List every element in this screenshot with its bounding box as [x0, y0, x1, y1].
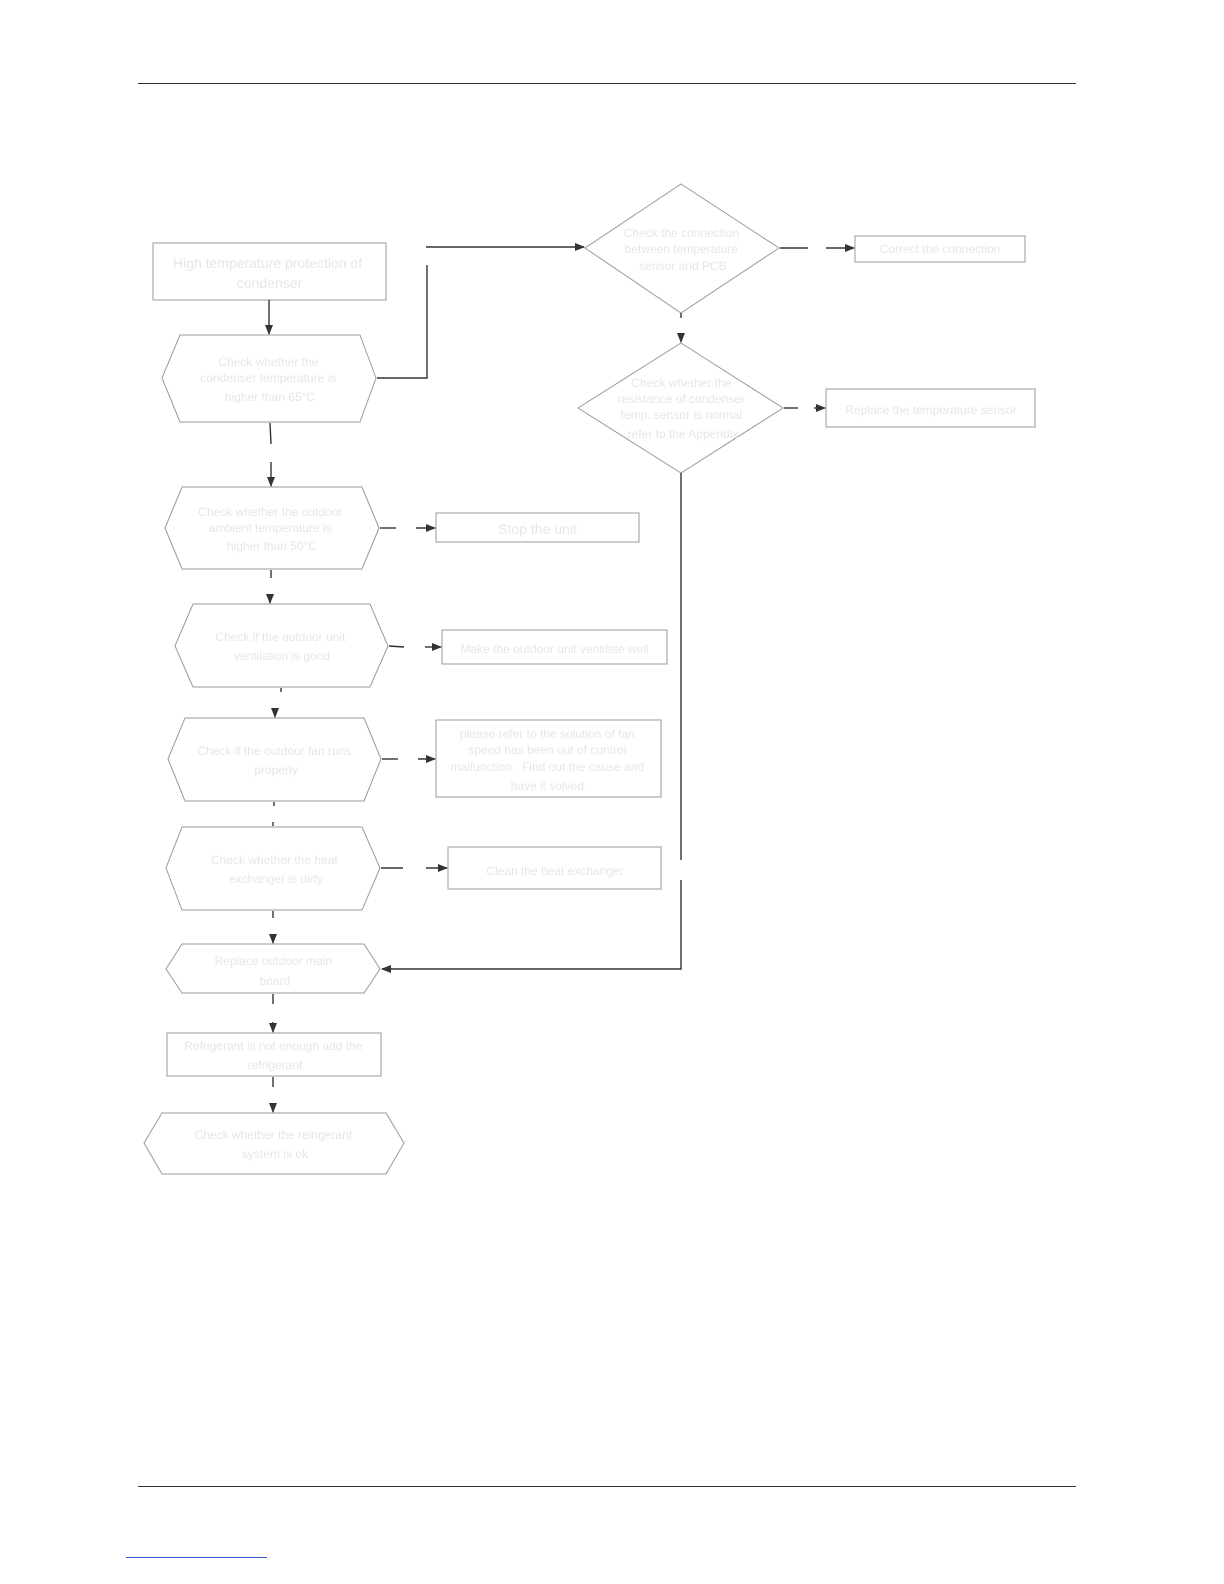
- node-start-label: High temperature protection of condenser: [173, 255, 366, 291]
- node-ventilate-label: Make the outdoor unit ventilate well: [460, 642, 648, 656]
- node-cond-temp-label: Check whether the condenser temperature …: [200, 355, 339, 404]
- node-ventilation-label: Check if the outdoor unit ventilation is…: [215, 630, 348, 663]
- node-heat-ex-label: Check whether the heat exchanger is dirt…: [211, 853, 341, 886]
- node-fan-solution-box: [435, 719, 662, 798]
- node-replace-sensor-box: [825, 388, 1036, 428]
- node-fan-solution-label: please refer to the solution of fan spee…: [451, 727, 648, 793]
- node-stop-box: [435, 512, 640, 543]
- node-ventilate-box: [441, 629, 668, 665]
- node-fan-hexagon: [167, 717, 382, 802]
- node-clean-label: Clean the heat exchanger: [486, 864, 623, 878]
- node-clean-box: [447, 846, 662, 890]
- node-ambient-label: Check whether the outdoor ambient temper…: [198, 505, 345, 553]
- node-refrigerant-box: [166, 1032, 382, 1077]
- header-rule: [138, 83, 1076, 84]
- edge-cond-temp-down: [269, 422, 272, 445]
- node-replace-sensor-label: Replace the temperature sensor: [845, 403, 1016, 417]
- node-refrigerant-label: Refrigerant is not enough add the refrig…: [184, 1039, 365, 1072]
- node-main-board-label: Replace outdoor main board: [215, 954, 336, 988]
- node-start-box: [152, 242, 387, 301]
- node-heat-ex-hexagon: [165, 826, 381, 911]
- node-correct-box: [854, 235, 1026, 263]
- edge-cond-temp-to-connection-branch: [377, 265, 428, 379]
- node-connection-label: Check the connection between temperature…: [624, 226, 743, 273]
- node-fan-label: Check if the outdoor fan runs properly: [197, 744, 354, 777]
- node-resistance-label: Check whether the resistance of condense…: [618, 376, 749, 441]
- edge-to-main-board-from-resistance: [381, 880, 682, 973]
- edge-ventilation-to-ventilate: [388, 645, 405, 648]
- node-ambient-hexagon: [164, 486, 380, 570]
- footer-link-underline: [126, 1557, 267, 1558]
- node-refrig-ok-label: Check whether the reingerant system is o…: [195, 1128, 356, 1161]
- node-refrig-ok-hexagon: [143, 1112, 405, 1175]
- footer-rule: [138, 1486, 1076, 1487]
- node-stop-label: Stop the unit: [498, 521, 577, 537]
- node-main-board-hexagon: [165, 943, 381, 994]
- node-ventilation-hexagon: [174, 603, 389, 688]
- node-cond-temp-hexagon: [161, 334, 377, 423]
- node-correct-label: Correct the connection: [880, 242, 1001, 256]
